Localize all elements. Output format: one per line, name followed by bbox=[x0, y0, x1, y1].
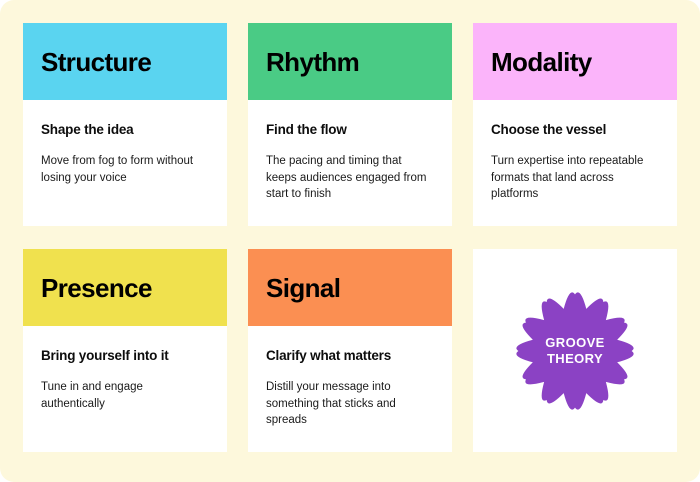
card-text-signal: Distill your message into something that… bbox=[266, 381, 396, 426]
starburst-badge-icon bbox=[516, 291, 634, 410]
card-subtitle-rhythm: Find the flow bbox=[266, 122, 347, 137]
card-subtitle-structure: Shape the idea bbox=[41, 122, 134, 137]
card-body-structure: Shape the idea Move from fog to form wit… bbox=[23, 100, 227, 226]
card-title-modality: Modality bbox=[491, 46, 592, 77]
card-modality[interactable]: Modality Choose the vessel Turn expertis… bbox=[473, 23, 677, 226]
card-text-rhythm: The pacing and timing that keeps audienc… bbox=[266, 155, 427, 200]
card-title-rhythm: Rhythm bbox=[266, 46, 360, 77]
card-title-structure: Structure bbox=[41, 46, 152, 77]
card-header-structure: Structure bbox=[23, 23, 227, 100]
card-header-presence: Presence bbox=[23, 249, 227, 326]
card-text-presence: Tune in and engage authentically bbox=[41, 381, 143, 410]
card-text-modality: Turn expertise into repeatable formats t… bbox=[491, 155, 644, 200]
card-header-rhythm: Rhythm bbox=[248, 23, 452, 100]
card-title-presence: Presence bbox=[41, 272, 152, 303]
brand-badge-label: GROOVE THEORY bbox=[545, 334, 605, 366]
card-header-modality: Modality bbox=[473, 23, 677, 100]
card-subtitle-modality: Choose the vessel bbox=[491, 122, 607, 137]
card-body-presence: Bring yourself into it Tune in and engag… bbox=[23, 326, 227, 452]
card-title-signal: Signal bbox=[266, 272, 341, 303]
card-rhythm[interactable]: Rhythm Find the flow The pacing and timi… bbox=[248, 23, 452, 226]
card-signal[interactable]: Signal Clarify what matters Distill your… bbox=[248, 249, 452, 452]
card-body-rhythm: Find the flow The pacing and timing that… bbox=[248, 100, 452, 226]
card-brand-badge[interactable]: GROOVE THEORY bbox=[473, 249, 677, 452]
card-header-signal: Signal bbox=[248, 249, 452, 326]
card-body-modality: Choose the vessel Turn expertise into re… bbox=[473, 100, 677, 226]
card-text-structure: Move from fog to form without losing you… bbox=[41, 155, 194, 184]
card-grid: Structure Shape the idea Move from fog t… bbox=[23, 23, 677, 452]
brand-badge: GROOVE THEORY bbox=[516, 291, 634, 410]
card-structure[interactable]: Structure Shape the idea Move from fog t… bbox=[23, 23, 227, 226]
card-presence[interactable]: Presence Bring yourself into it Tune in … bbox=[23, 249, 227, 452]
card-subtitle-presence: Bring yourself into it bbox=[41, 348, 169, 363]
card-body-signal: Clarify what matters Distill your messag… bbox=[248, 326, 452, 452]
card-subtitle-signal: Clarify what matters bbox=[266, 348, 392, 363]
